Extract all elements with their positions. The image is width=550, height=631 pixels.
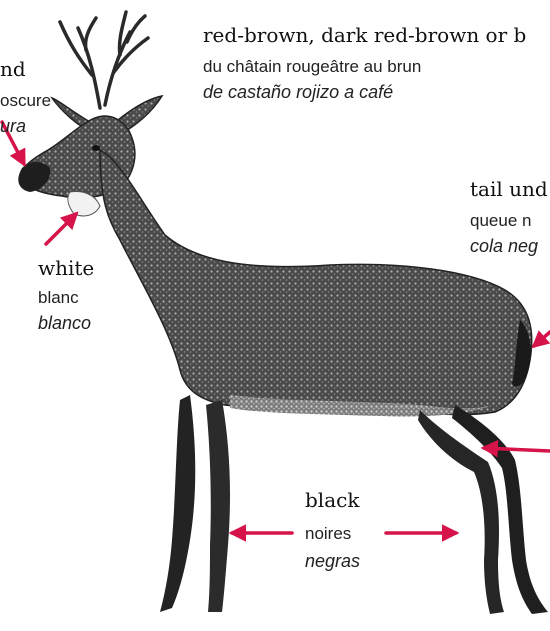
label-legs: black noires negras	[305, 488, 360, 571]
front-leg-left	[160, 395, 195, 612]
arrow-throat	[46, 214, 76, 244]
deer-eye	[92, 145, 100, 151]
label-tail: tail und queue n cola neg	[470, 177, 548, 256]
label-legs-es: negras	[305, 551, 360, 571]
label-legs-fr: noires	[305, 524, 351, 543]
label-body-en: red-brown, dark red-brown or b	[203, 23, 526, 47]
label-body-fr: du châtain rougeâtre au brun	[203, 57, 421, 76]
deer-body	[100, 150, 532, 415]
label-throat: white blanc blanco	[38, 256, 94, 333]
label-body-es: de castaño rojizo a café	[203, 82, 393, 102]
arrow-tail	[534, 332, 550, 346]
hind-leg-right	[452, 405, 548, 614]
label-face-es: ura	[0, 116, 26, 136]
label-throat-fr: blanc	[38, 288, 79, 307]
label-tail-es: cola neg	[470, 236, 538, 256]
deer-illustration	[18, 12, 548, 614]
label-face-fr: oscure	[0, 91, 51, 110]
label-face-en: nd	[0, 57, 26, 81]
label-tail-fr: queue n	[470, 211, 531, 230]
label-throat-es: blanco	[38, 313, 91, 333]
antlers	[60, 12, 148, 108]
label-throat-en: white	[38, 256, 94, 280]
label-body: red-brown, dark red-brown or b du châtai…	[203, 23, 526, 102]
label-tail-en: tail und	[470, 177, 548, 201]
front-leg-right	[206, 400, 230, 612]
label-legs-en: black	[305, 488, 360, 512]
label-face: nd oscure ura	[0, 57, 51, 136]
